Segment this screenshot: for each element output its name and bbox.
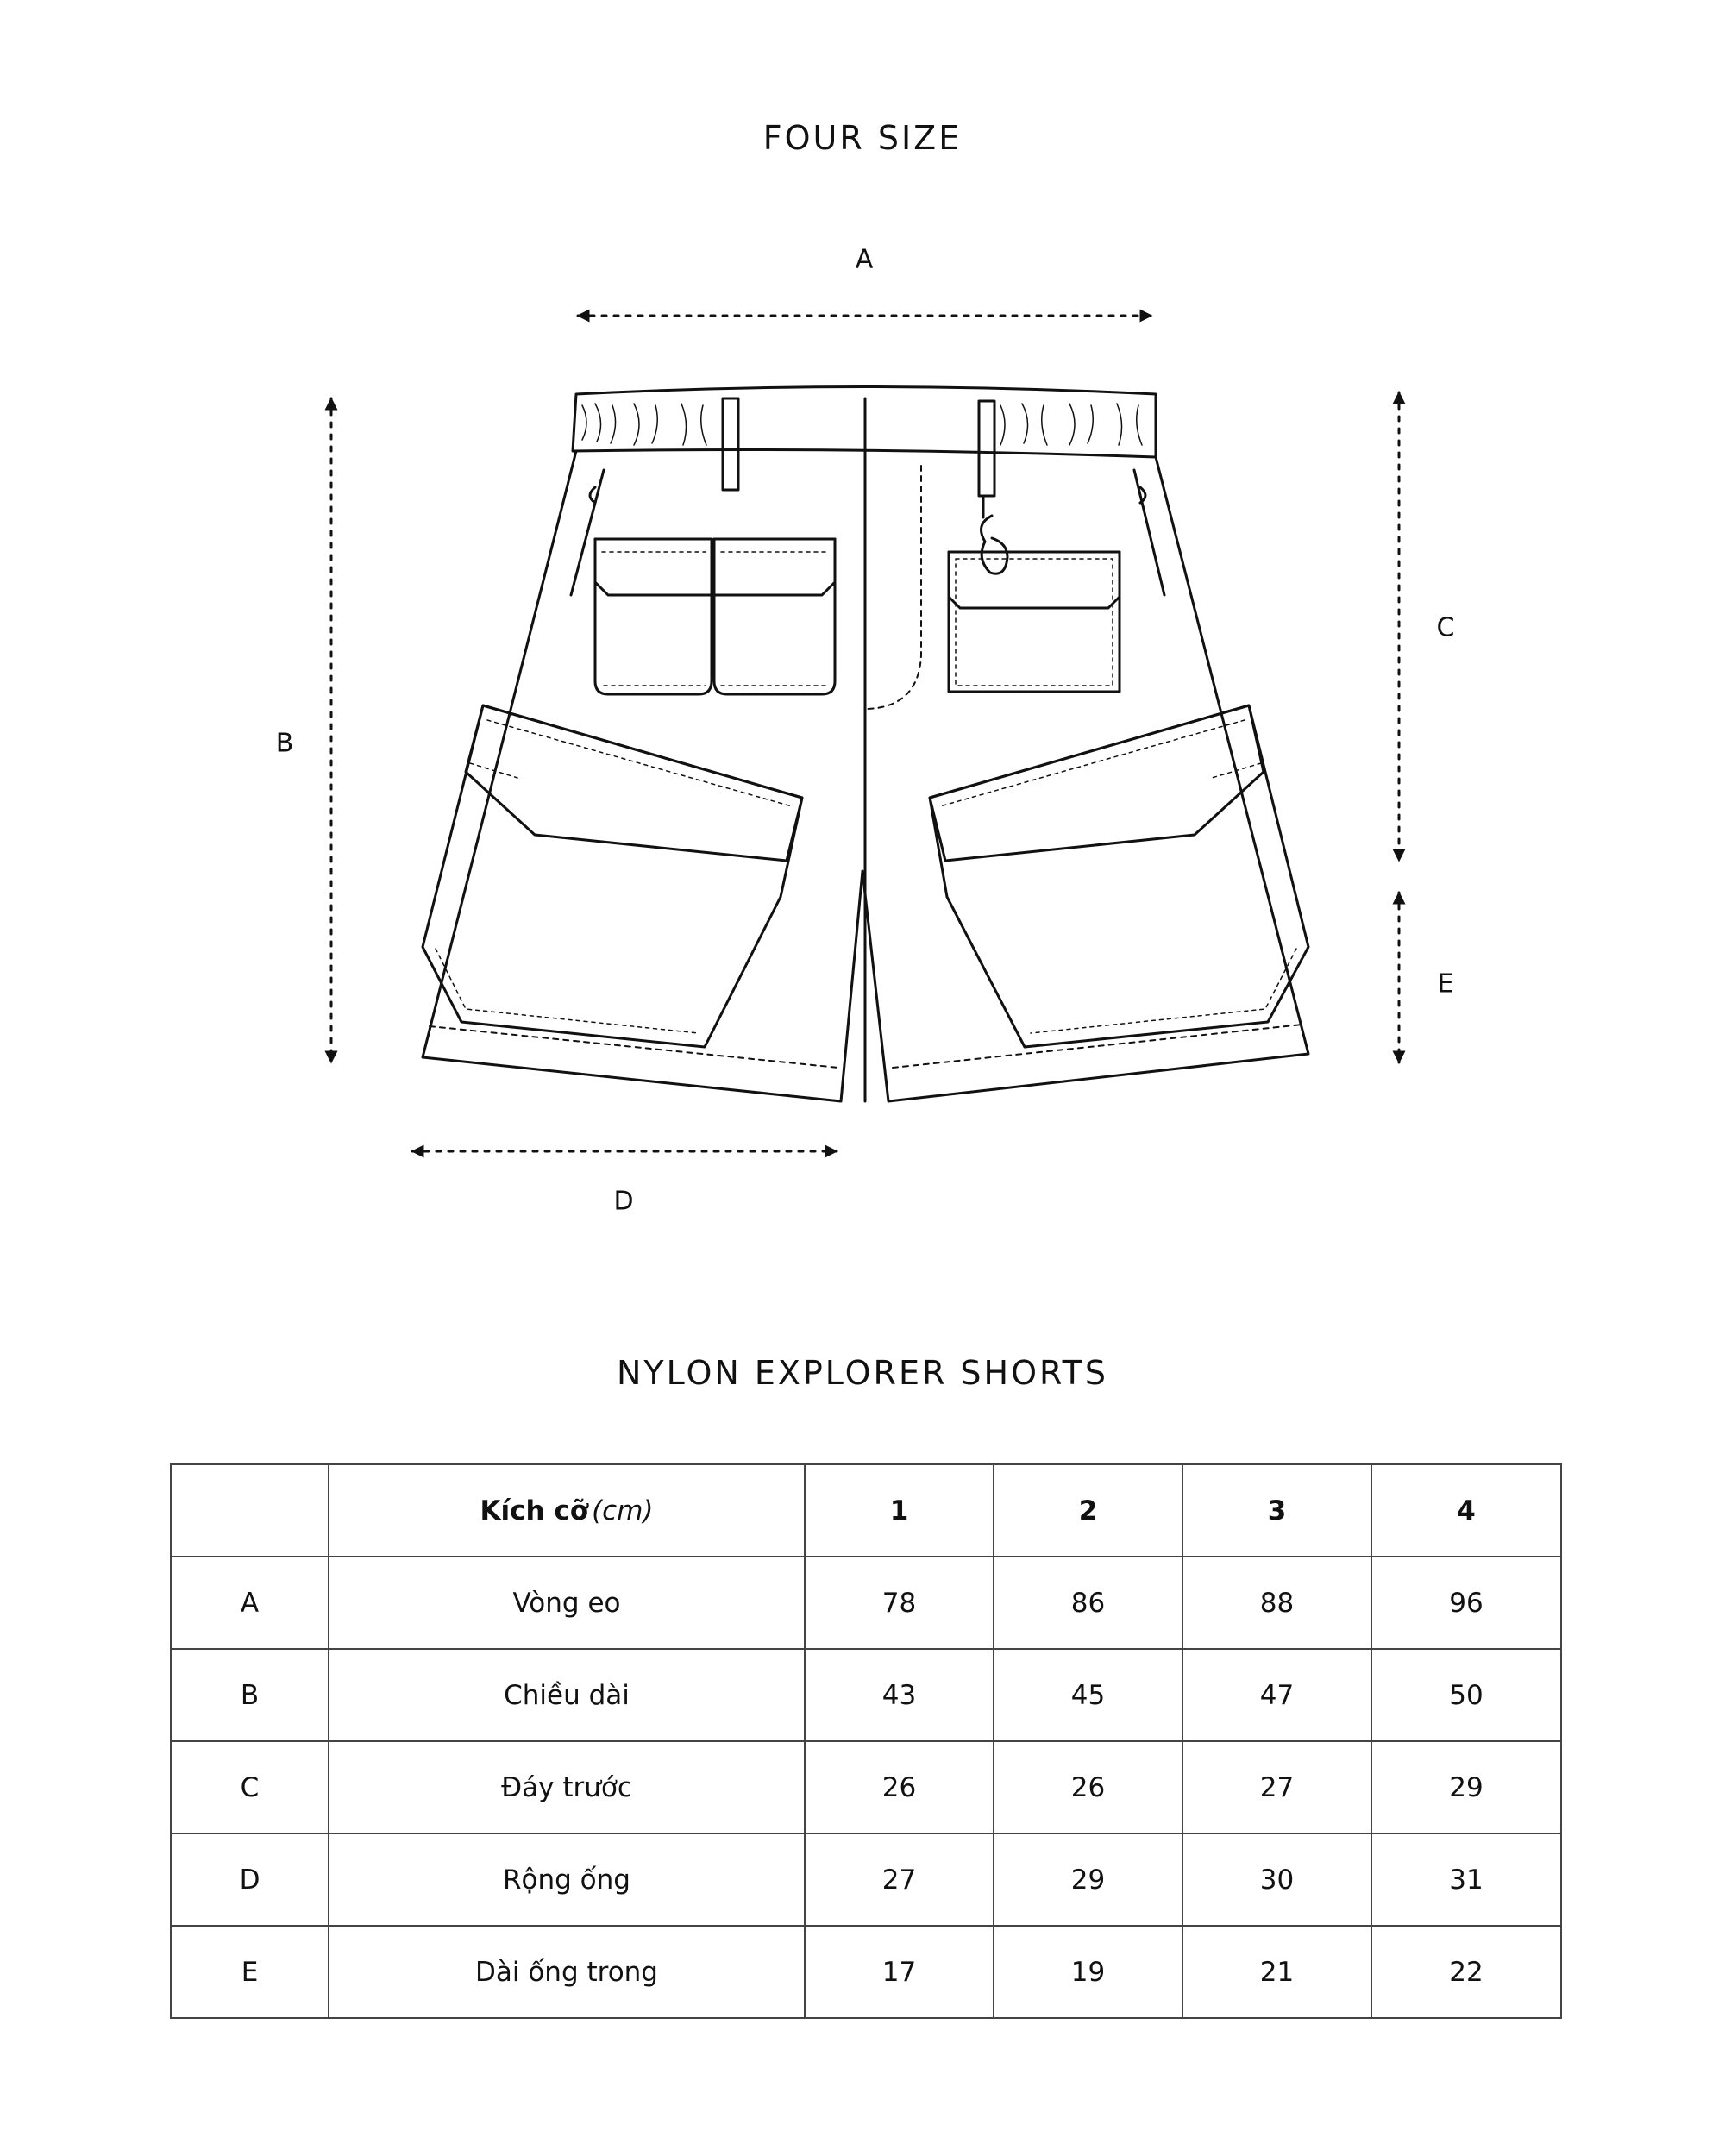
row-value: 26 [804, 1740, 994, 1834]
header-empty-cell [170, 1463, 329, 1557]
row-value: 22 [1371, 1925, 1562, 2019]
row-name: Rộng ống [328, 1833, 806, 1927]
row-code: E [170, 1925, 329, 2019]
row-value: 29 [1371, 1740, 1562, 1834]
dim-label-e: E [1437, 968, 1454, 1000]
table-row: A Vòng eo 78 86 88 96 [170, 1556, 1562, 1650]
row-value: 45 [993, 1648, 1183, 1742]
row-value: 88 [1182, 1556, 1372, 1650]
row-code: C [170, 1740, 329, 1834]
header-size-2: 2 [993, 1463, 1183, 1557]
size-table: Kích cỡ(cm) 1 2 3 4 A Vòng eo 78 86 88 9… [170, 1463, 1562, 2019]
row-value: 96 [1371, 1556, 1562, 1650]
header-size-cell: Kích cỡ(cm) [328, 1463, 806, 1557]
row-value: 47 [1182, 1648, 1372, 1742]
row-code: D [170, 1833, 329, 1927]
left-cargo-pocket [421, 704, 804, 1049]
row-name: Dài ống trong [328, 1925, 806, 2019]
row-value: 86 [993, 1556, 1183, 1650]
shorts-diagram [324, 309, 1406, 1158]
table-header-row: Kích cỡ(cm) 1 2 3 4 [170, 1463, 1562, 1557]
table-row: C Đáy trước 26 26 27 29 [170, 1740, 1562, 1834]
row-value: 21 [1182, 1925, 1372, 2019]
dim-label-c: C [1436, 612, 1455, 643]
row-value: 30 [1182, 1833, 1372, 1927]
row-code: B [170, 1648, 329, 1742]
row-value: 26 [993, 1740, 1183, 1834]
row-name: Đáy trước [328, 1740, 806, 1834]
row-name: Vòng eo [328, 1556, 806, 1650]
row-value: 27 [1182, 1740, 1372, 1834]
row-value: 50 [1371, 1648, 1562, 1742]
table-row: D Rộng ống 27 29 30 31 [170, 1833, 1562, 1927]
row-name: Chiều dài [328, 1648, 806, 1742]
dim-label-b: B [275, 728, 294, 759]
table-row: E Dài ống trong 17 19 21 22 [170, 1925, 1562, 2019]
right-small-pocket [947, 550, 1121, 693]
left-small-pockets [593, 537, 837, 696]
dim-label-d: D [613, 1186, 634, 1217]
row-value: 31 [1371, 1833, 1562, 1927]
row-value: 17 [804, 1925, 994, 2019]
row-value: 29 [993, 1833, 1183, 1927]
header-size-1: 1 [804, 1463, 994, 1557]
row-value: 43 [804, 1648, 994, 1742]
row-value: 27 [804, 1833, 994, 1927]
row-code: A [170, 1556, 329, 1650]
table-row: B Chiều dài 43 45 47 50 [170, 1648, 1562, 1742]
row-value: 78 [804, 1556, 994, 1650]
table-title: NYLON EXPLORER SHORTS [616, 1354, 1109, 1392]
shorts-body [421, 397, 1310, 1103]
dim-label-a: A [855, 244, 874, 275]
diagram-title: FOUR SIZE [762, 119, 963, 157]
row-value: 19 [993, 1925, 1183, 2019]
header-size-4: 4 [1371, 1463, 1562, 1557]
right-cargo-pocket [928, 704, 1310, 1049]
header-size-3: 3 [1182, 1463, 1372, 1557]
